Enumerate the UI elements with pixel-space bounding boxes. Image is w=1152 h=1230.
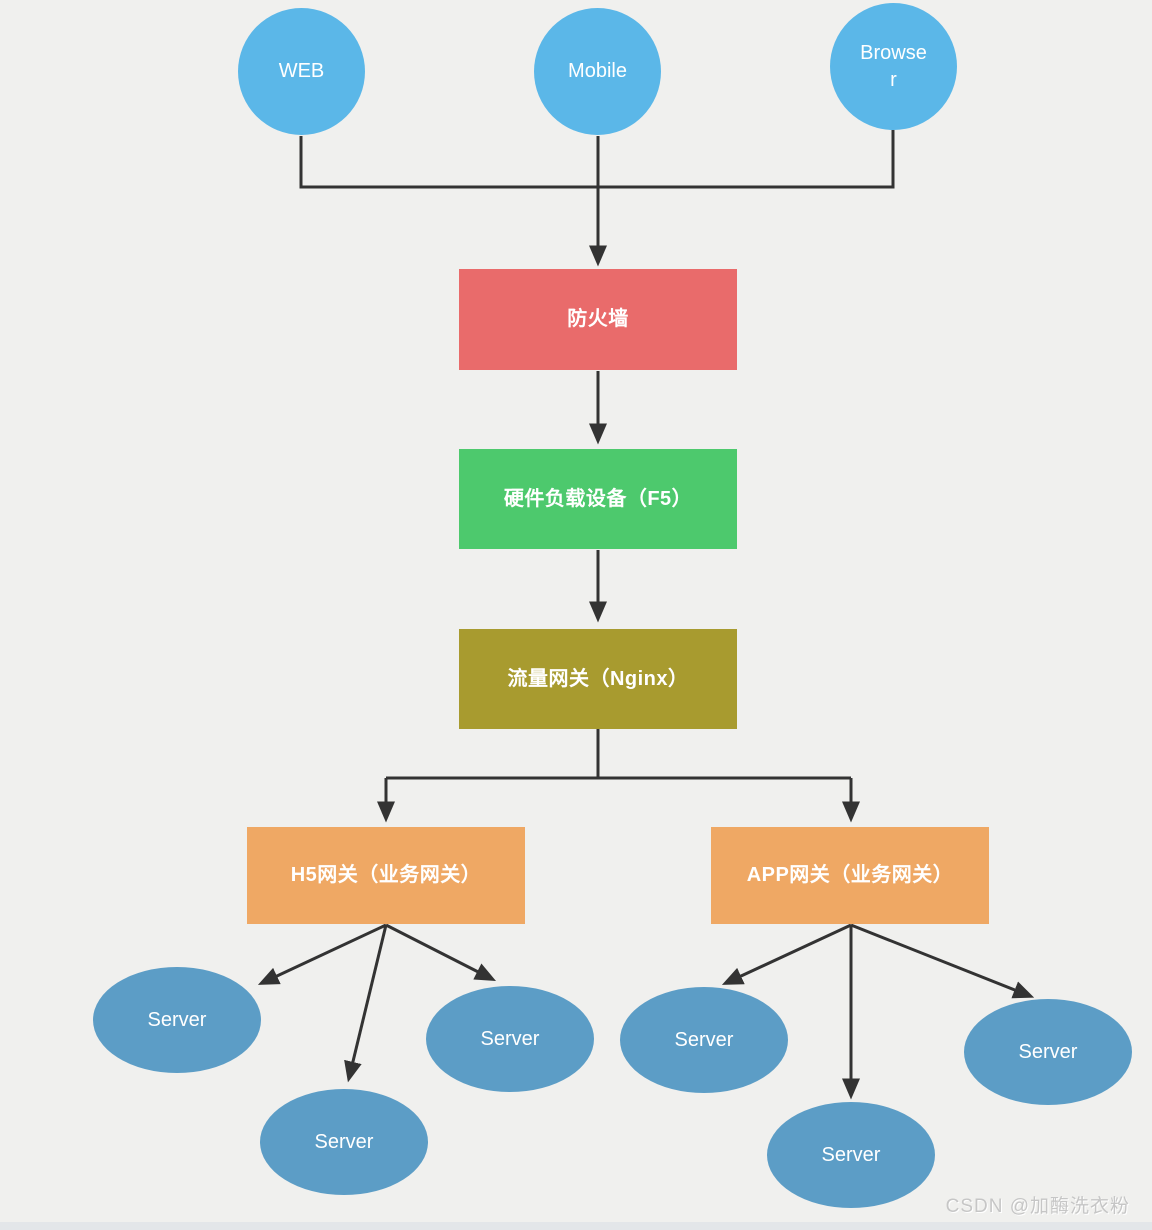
app-gateway-node: APP网关（业务网关） <box>711 827 989 924</box>
server-node-app-3: Server <box>964 999 1132 1105</box>
csdn-watermark: CSDN @加酶洗衣粉 <box>945 1196 1130 1217</box>
firewall-label: 防火墙 <box>567 308 629 330</box>
server-label: Server <box>314 1130 374 1153</box>
app-gateway-label: APP网关（业务网关） <box>746 864 954 886</box>
server-label: Server <box>480 1027 540 1050</box>
server-label: Server <box>821 1143 881 1166</box>
client-browser-label: Browser <box>860 41 927 91</box>
server-node-h5-2: Server <box>260 1089 428 1195</box>
f5-load-balancer-label: 硬件负载设备（F5） <box>503 487 693 510</box>
bottom-edge-strip <box>0 1222 1152 1230</box>
h5-gateway-node: H5网关（业务网关） <box>247 827 525 924</box>
server-node-h5-3: Server <box>426 986 594 1092</box>
client-web-label: WEB <box>278 60 325 82</box>
client-node-web: WEB <box>238 8 365 135</box>
client-node-mobile: Mobile <box>534 8 661 135</box>
server-label: Server <box>674 1028 734 1051</box>
server-node-h5-1: Server <box>93 967 261 1073</box>
server-label: Server <box>1018 1040 1078 1063</box>
h5-gateway-label: H5网关（业务网关） <box>290 864 482 886</box>
server-node-app-1: Server <box>620 987 788 1093</box>
nginx-gateway-node: 流量网关（Nginx） <box>459 629 737 729</box>
client-mobile-label: Mobile <box>568 60 627 82</box>
server-node-app-2: Server <box>767 1102 935 1208</box>
client-node-browser: Browser <box>830 3 957 130</box>
firewall-node: 防火墙 <box>459 269 737 370</box>
nginx-gateway-label: 流量网关（Nginx） <box>507 667 689 690</box>
server-label: Server <box>147 1008 207 1031</box>
f5-load-balancer-node: 硬件负载设备（F5） <box>459 449 737 549</box>
